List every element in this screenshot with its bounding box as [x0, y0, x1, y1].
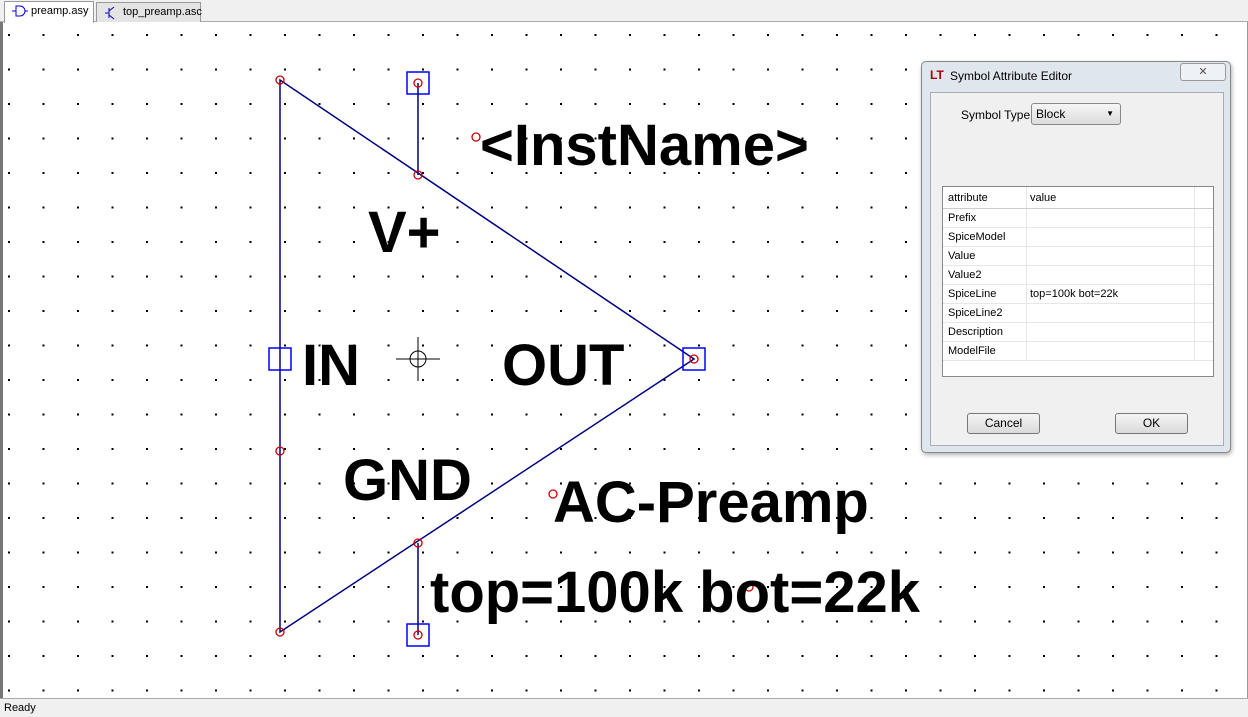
ok-button[interactable]: OK — [1115, 413, 1188, 434]
attribute-name: SpiceLine2 — [943, 304, 1027, 322]
attribute-value[interactable] — [1027, 266, 1195, 284]
table-row[interactable]: Value2 — [943, 266, 1213, 285]
dialog-body: Symbol Type: Block ▼ attribute value Pre… — [930, 92, 1224, 446]
attribute-name: Value2 — [943, 266, 1027, 284]
attribute-name: Prefix — [943, 209, 1027, 227]
attribute-name: SpiceModel — [943, 228, 1027, 246]
symbol-type-select[interactable]: Block ▼ — [1031, 103, 1121, 125]
status-bar: Ready — [0, 698, 1248, 717]
attribute-name: SpiceLine — [943, 285, 1027, 303]
tab-preamp-asy[interactable]: preamp.asy — [4, 1, 94, 23]
value-attribute[interactable]: AC-Preamp — [553, 470, 869, 535]
tab-label: top_preamp.asc — [123, 6, 202, 18]
table-row[interactable]: ModelFile — [943, 342, 1213, 361]
attribute-value[interactable] — [1027, 342, 1195, 360]
attribute-name: ModelFile — [943, 342, 1027, 360]
spiceline-attribute[interactable]: top=100k bot=22k — [430, 560, 921, 625]
opamp-triangle[interactable] — [279, 78, 696, 634]
attribute-value[interactable] — [1027, 247, 1195, 265]
pin-out[interactable] — [682, 347, 706, 371]
symbol-type-label: Symbol Type: — [961, 108, 1034, 122]
table-row[interactable]: SpiceLine2 — [943, 304, 1213, 323]
table-row[interactable]: SpiceModel — [943, 228, 1213, 247]
cancel-button[interactable]: Cancel — [967, 413, 1040, 434]
symbol-attribute-editor-dialog: LT Symbol Attribute Editor ✕ Symbol Type… — [921, 61, 1231, 453]
document-tab-bar: preamp.asy top_preamp.asc — [0, 0, 1248, 23]
table-row[interactable]: Value — [943, 247, 1213, 266]
table-row[interactable]: Description — [943, 323, 1213, 342]
pin-label-out[interactable]: OUT — [502, 333, 624, 398]
pin-label-gnd[interactable]: GND — [343, 448, 472, 513]
attribute-value[interactable] — [1027, 323, 1195, 341]
pin-in[interactable] — [268, 347, 292, 371]
attribute-name: Value — [943, 247, 1027, 265]
pin-label-in[interactable]: IN — [302, 333, 360, 398]
anchor-points — [275, 75, 754, 640]
status-text: Ready — [4, 702, 36, 714]
dialog-title: Symbol Attribute Editor — [950, 69, 1073, 83]
ltspice-logo-icon: LT — [930, 68, 944, 82]
origin-crosshair-icon — [396, 337, 440, 381]
instname-attribute[interactable]: <InstName> — [480, 113, 809, 178]
pin-label-vplus[interactable]: V+ — [368, 200, 441, 265]
table-row[interactable]: Prefix — [943, 209, 1213, 228]
close-button[interactable]: ✕ — [1180, 63, 1226, 81]
attribute-value[interactable] — [1027, 209, 1195, 227]
schematic-icon — [105, 6, 115, 20]
attribute-value[interactable] — [1027, 304, 1195, 322]
attribute-value[interactable]: top=100k bot=22k — [1027, 285, 1195, 303]
pin-vplus[interactable] — [406, 71, 430, 95]
attribute-value[interactable] — [1027, 228, 1195, 246]
symbol-type-value: Block — [1036, 107, 1066, 121]
block-symbol-icon — [12, 5, 28, 17]
attribute-name: Description — [943, 323, 1027, 341]
pin-gnd[interactable] — [406, 623, 430, 647]
column-header-value: value — [1027, 187, 1195, 208]
table-header: attribute value — [943, 187, 1213, 209]
column-header-attribute: attribute — [943, 187, 1027, 208]
tab-top-preamp-asc[interactable]: top_preamp.asc — [96, 2, 202, 22]
tab-label: preamp.asy — [31, 5, 89, 17]
chevron-down-icon: ▼ — [1106, 109, 1114, 118]
